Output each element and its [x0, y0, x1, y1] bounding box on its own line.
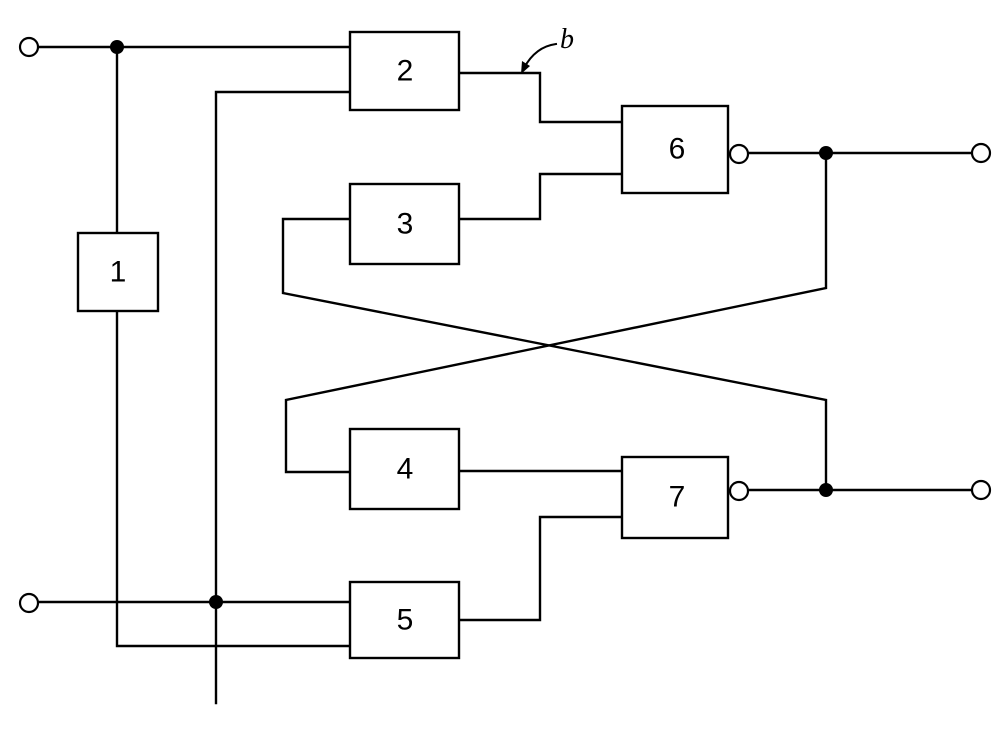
wire-block-2-to-block-6 — [457, 71, 624, 124]
junction-node-top-left — [110, 40, 124, 54]
wire-block-5-to-block-7 — [457, 515, 624, 622]
block-3-label: 3 — [397, 208, 414, 241]
block-7-label: 7 — [669, 481, 686, 514]
input-terminal-bottom — [18, 592, 40, 614]
block-6-inversion-bubble — [728, 143, 750, 165]
block-1: 1 — [76, 231, 160, 313]
reference-arrowhead-b — [521, 61, 530, 74]
output-terminal-bottom — [970, 479, 992, 501]
block-2-label: 2 — [397, 55, 414, 88]
block-7-inversion-bubble — [728, 480, 750, 502]
block-4-label: 4 — [397, 453, 414, 486]
wire-block-3-to-block-6 — [457, 172, 624, 221]
wire-cross-bottom-to-block-3 — [281, 217, 828, 492]
block-7: 7 — [620, 455, 730, 540]
junction-node-top-right — [819, 146, 833, 160]
junction-node-bottom-right — [819, 483, 833, 497]
input-terminal-top — [18, 36, 40, 58]
reference-label-b: b — [560, 24, 574, 55]
wire-block-2-lower-input — [214, 90, 352, 705]
block-5: 5 — [348, 580, 461, 660]
output-terminal-top — [970, 142, 992, 164]
reference-pointer-b — [522, 42, 558, 70]
wire-block-1-to-block-5 — [115, 310, 352, 648]
block-6-label: 6 — [669, 133, 686, 166]
wires — [36, 42, 974, 705]
block-6: 6 — [620, 104, 730, 195]
wire-cross-top-to-block-4 — [284, 151, 828, 474]
block-4: 4 — [348, 427, 461, 511]
block-5-label: 5 — [397, 604, 414, 637]
block-2: 2 — [348, 30, 461, 112]
block-3: 3 — [348, 182, 461, 266]
block-1-label: 1 — [110, 256, 127, 289]
junction-node-bottom-left — [209, 595, 223, 609]
